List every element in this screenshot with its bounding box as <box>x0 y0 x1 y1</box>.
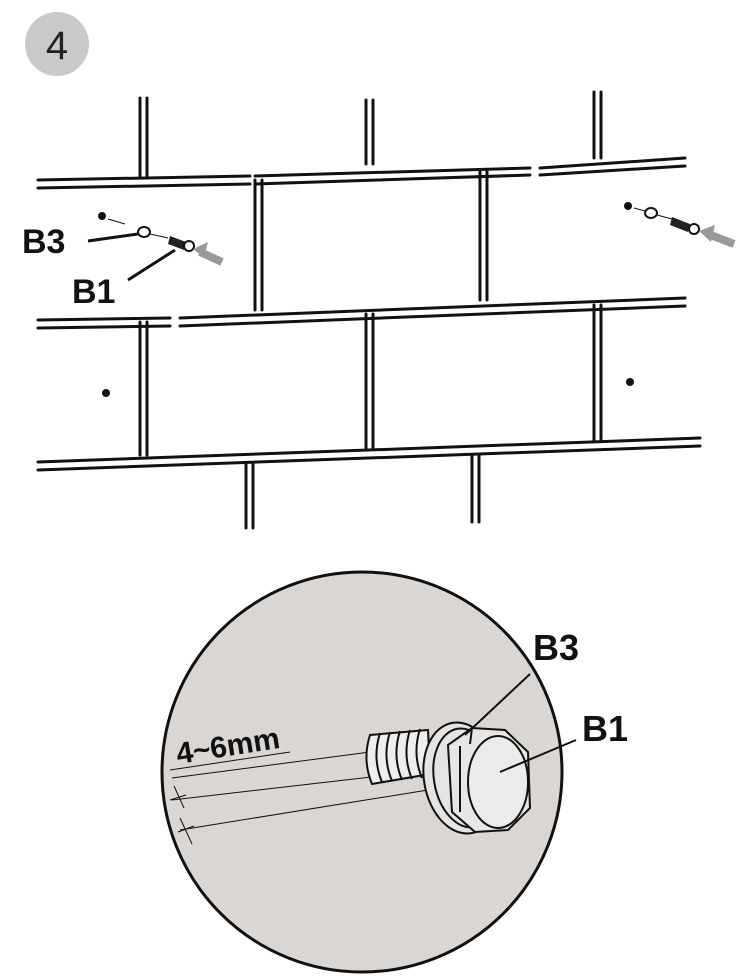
measurement-guides <box>169 751 429 845</box>
hole-marker-bottom-right <box>626 378 634 386</box>
vertical-joints <box>138 90 603 530</box>
insert-arrow-icon <box>193 242 208 258</box>
bolt-head-icon <box>183 240 195 252</box>
washer-icon <box>644 207 658 219</box>
detail-view: 4~6mm B3 B1 <box>160 570 628 974</box>
hole-marker-top-right <box>624 202 632 210</box>
wall-callouts: B3 B1 <box>22 223 176 311</box>
detail-circle <box>160 570 564 974</box>
mortar-row-3 <box>36 436 702 472</box>
drill-holes <box>98 202 634 397</box>
step-badge: 4 <box>25 12 89 76</box>
callout-b3-line <box>464 673 531 736</box>
bolt-icon <box>168 236 186 250</box>
screw-assembly-right <box>633 207 736 248</box>
bolt-icon <box>670 217 690 232</box>
step-badge-circle <box>25 12 89 76</box>
bolt-thread-icon <box>365 728 432 786</box>
screw-assembly-left <box>107 218 224 266</box>
label-b3-detail: B3 <box>533 627 579 668</box>
mortar-row-2 <box>36 296 687 330</box>
label-b3-wall: B3 <box>22 223 65 261</box>
bolt-head-icon <box>688 223 700 235</box>
washer-icon <box>137 226 151 238</box>
callout-b1-line <box>499 739 577 773</box>
insert-arrow-icon <box>699 225 715 242</box>
step-number: 4 <box>46 24 68 68</box>
bolt-head-icon <box>446 726 532 834</box>
label-b1-wall: B1 <box>72 273 115 311</box>
hole-marker-bottom-left <box>102 389 110 397</box>
brick-wall <box>36 90 702 530</box>
label-b1-detail: B1 <box>582 708 628 749</box>
mortar-row-1 <box>36 156 687 190</box>
hole-marker-top-left <box>98 212 106 220</box>
